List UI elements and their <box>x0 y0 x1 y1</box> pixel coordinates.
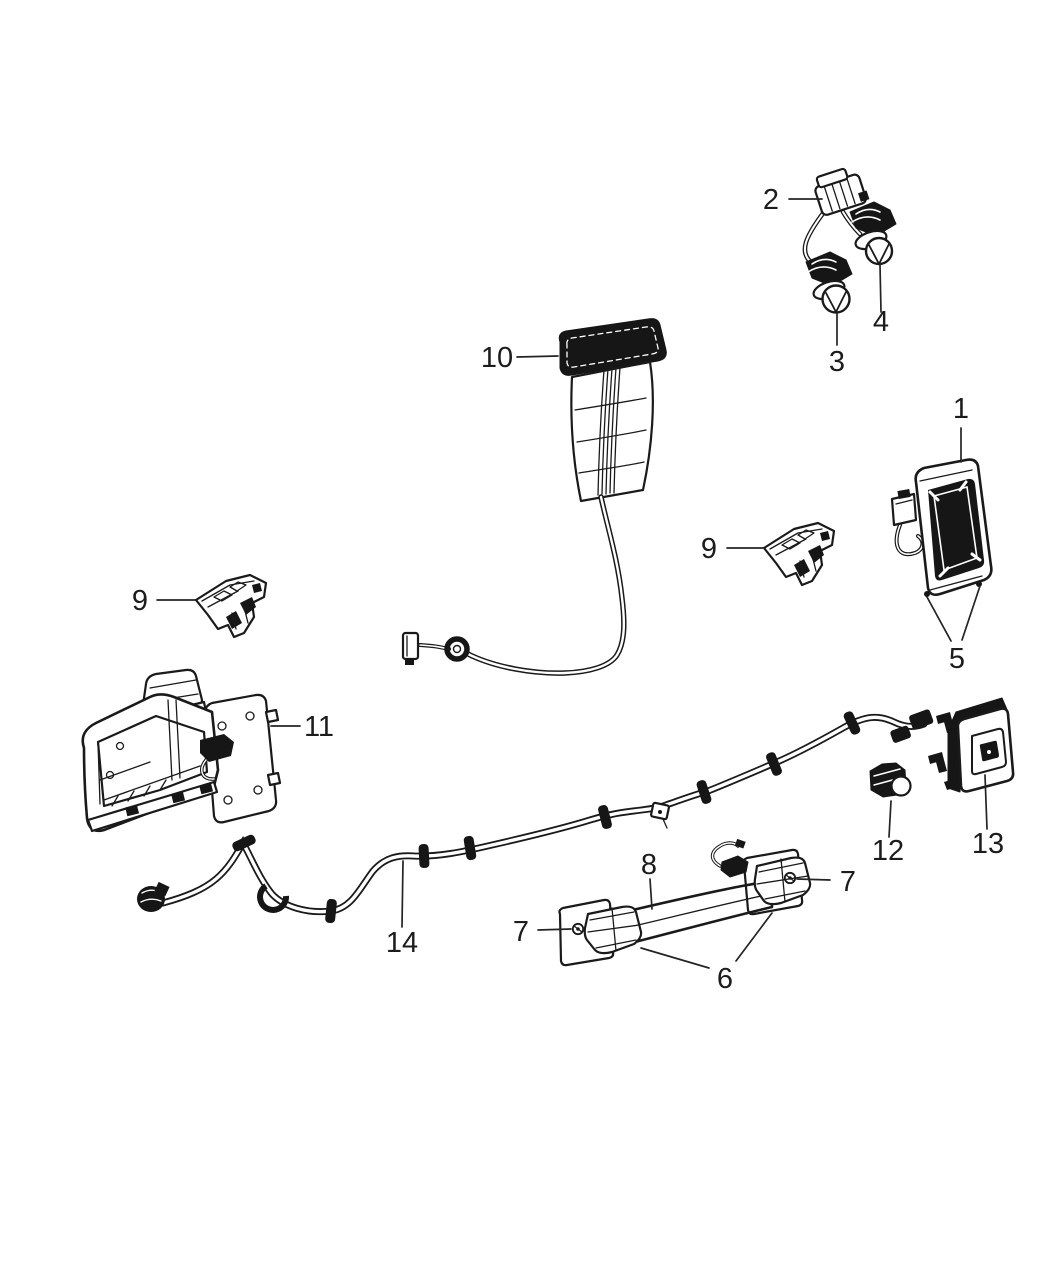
callout-labels: 1 2 3 4 5 6 7 7 8 9 9 10 11 12 13 14 <box>132 184 1004 995</box>
leader-13 <box>984 774 988 830</box>
bulb-3 <box>821 284 851 314</box>
leader-8 <box>649 878 653 910</box>
bulb-and-socket <box>869 762 912 798</box>
callout-4: 4 <box>873 306 889 338</box>
harness-branch-connector <box>649 801 671 829</box>
callout-3: 3 <box>829 346 845 378</box>
harness-branch-connector <box>890 725 911 743</box>
callout-7-right: 7 <box>840 866 856 898</box>
leader-lines <box>156 198 988 969</box>
housing-back-plate <box>204 693 282 824</box>
harness-clip <box>418 843 430 869</box>
chmsl-connector <box>401 631 420 665</box>
callout-9-right: 9 <box>701 533 717 565</box>
housing-body <box>81 693 234 833</box>
callout-8: 8 <box>641 849 657 881</box>
callout-1: 1 <box>953 393 969 425</box>
callout-12: 12 <box>872 835 904 867</box>
tail-lamp-connector <box>890 489 918 527</box>
callout-14: 14 <box>386 927 418 959</box>
callout-11: 11 <box>304 711 334 743</box>
bulb-12 <box>890 775 912 797</box>
lamp-housing <box>81 668 282 833</box>
lamp-connector <box>710 838 749 878</box>
callout-7-left: 7 <box>513 916 529 948</box>
wire-grommet <box>444 636 470 662</box>
harness-clip <box>324 898 338 924</box>
callout-9-left: 9 <box>132 585 148 617</box>
bulb-4 <box>864 236 894 266</box>
mounting-bracket-right <box>762 521 836 587</box>
callout-5: 5 <box>949 643 965 675</box>
harness-clip <box>257 883 290 913</box>
square-lamp <box>928 697 1015 793</box>
center-stop-lamp <box>401 318 667 676</box>
harness-clip <box>463 835 477 861</box>
harness-branch-connector <box>909 709 934 730</box>
callout-6: 6 <box>717 963 733 995</box>
leader-5b <box>961 585 981 641</box>
callout-10: 10 <box>481 342 513 374</box>
callout-13: 13 <box>972 828 1004 860</box>
tail-lamp-screw-right <box>976 581 982 587</box>
leader-14 <box>401 860 404 928</box>
harness-connector <box>814 167 870 216</box>
housing-socket <box>200 734 234 762</box>
leader-5a <box>926 596 952 642</box>
license-lamp-right <box>753 856 812 906</box>
callout-2: 2 <box>763 184 779 216</box>
leader-4 <box>879 264 882 313</box>
license-lamp-left <box>583 905 643 955</box>
harness-end-connector <box>137 881 170 912</box>
mounting-bracket-left <box>194 573 268 639</box>
leader-10 <box>516 355 559 358</box>
leader-6b <box>735 912 773 962</box>
leader-7l <box>537 928 572 931</box>
tail-lamp-screw-left <box>924 591 930 597</box>
license-lamp-bar-assembly <box>558 838 812 967</box>
wiring-harness <box>137 709 934 924</box>
leader-12 <box>888 800 892 838</box>
leader-6a <box>640 947 710 969</box>
leader-7r <box>796 878 831 881</box>
tail-lamp <box>890 458 993 597</box>
socket-and-bulbs-assembly <box>802 167 897 314</box>
